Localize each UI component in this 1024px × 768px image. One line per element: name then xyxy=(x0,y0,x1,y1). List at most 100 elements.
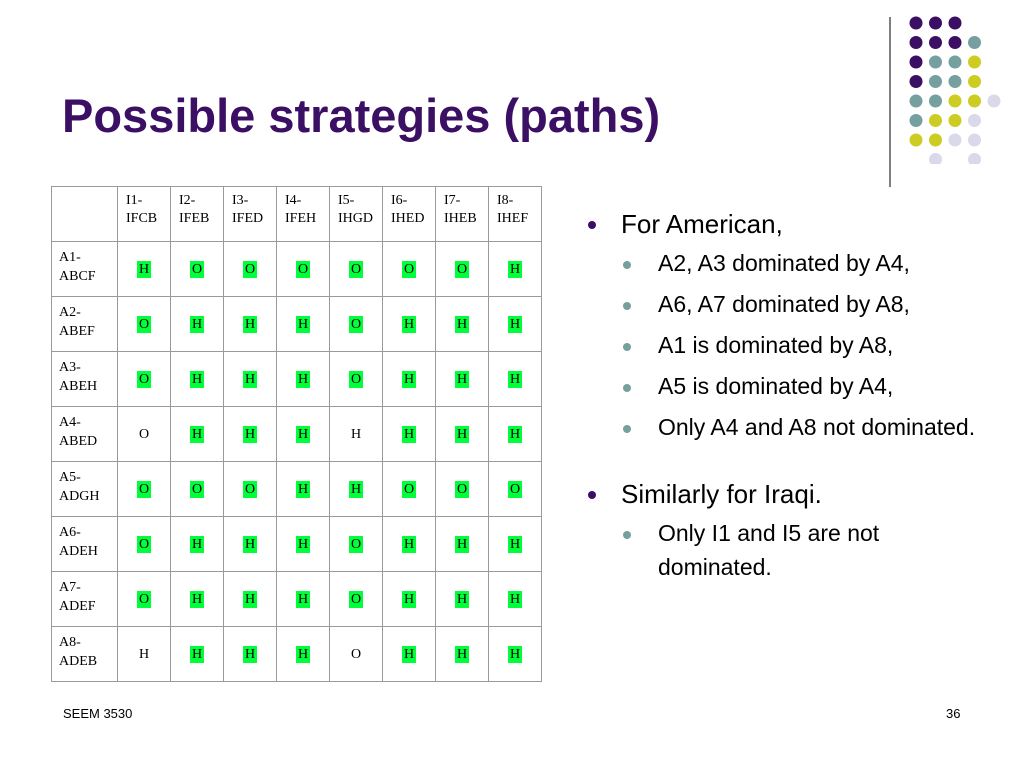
highlighted-outcome: H xyxy=(295,315,311,333)
highlighted-outcome: H xyxy=(507,315,523,333)
highlighted-outcome: O xyxy=(136,480,152,498)
table-cell: O xyxy=(276,241,330,297)
table-cell: H xyxy=(382,516,436,572)
column-header-path: IHGD xyxy=(338,211,373,226)
decorative-dot xyxy=(929,16,942,30)
column-header-code: I8- xyxy=(497,193,514,208)
highlighted-outcome: H xyxy=(454,535,470,553)
row-header: A8- ADEB xyxy=(51,626,118,682)
row-header-path: ADEH xyxy=(59,544,98,559)
column-header-path: IHEF xyxy=(497,211,529,226)
decorative-dot xyxy=(929,153,942,164)
table-cell: H xyxy=(435,516,489,572)
highlighted-outcome: H xyxy=(348,480,364,498)
decorative-dot xyxy=(968,55,981,69)
highlighted-outcome: H xyxy=(401,425,417,443)
highlighted-outcome: O xyxy=(348,590,364,608)
table-cell: H xyxy=(276,351,330,407)
decorative-dot-grid xyxy=(909,16,1001,164)
table-cell: H xyxy=(488,571,542,627)
decorative-dot xyxy=(929,114,942,127)
column-header-code: I2- xyxy=(179,193,196,208)
highlighted-outcome: H xyxy=(295,645,311,663)
highlighted-outcome: H xyxy=(136,260,152,278)
row-header-code: A7- xyxy=(59,580,81,595)
column-header: I7-IHEB xyxy=(435,186,489,242)
decorative-dot xyxy=(909,75,923,88)
row-header-path: ABCF xyxy=(59,269,96,284)
table-cell: O xyxy=(117,516,171,572)
decorative-dot xyxy=(948,36,962,49)
table-cell: O xyxy=(329,296,383,352)
column-header-path: IFEB xyxy=(179,211,210,226)
column-header-code: I6- xyxy=(391,193,408,208)
footer-course-code: SEEM 3530 xyxy=(63,706,133,721)
highlighted-outcome: O xyxy=(295,260,311,278)
table-cell: O xyxy=(382,461,436,517)
table-cell: O xyxy=(488,461,542,517)
table-cell: O xyxy=(329,516,383,572)
column-header: I6- IHED xyxy=(382,186,436,242)
highlighted-outcome: H xyxy=(507,370,523,388)
highlighted-outcome: H xyxy=(189,590,205,608)
table-cell: H xyxy=(382,626,436,682)
decorative-dot xyxy=(948,114,962,127)
highlighted-outcome: O xyxy=(242,260,258,278)
decorative-dot xyxy=(909,36,923,49)
table-cell: H xyxy=(170,516,224,572)
table-cell: O xyxy=(170,461,224,517)
row-header-code: A8- xyxy=(59,635,81,650)
highlighted-outcome: H xyxy=(454,315,470,333)
row-header: A1-ABCF xyxy=(51,241,118,297)
table-cell: H xyxy=(488,351,542,407)
table-cell: H xyxy=(170,296,224,352)
decorative-dot xyxy=(987,94,1001,108)
table-cell: O xyxy=(329,626,383,682)
table-cell: O xyxy=(117,461,171,517)
highlighted-outcome: O xyxy=(348,535,364,553)
table-cell: H xyxy=(276,461,330,517)
table-cell: H xyxy=(223,516,277,572)
column-header: I2- IFEB xyxy=(170,186,224,242)
highlighted-outcome: O xyxy=(136,315,152,333)
sub-bullet-item: Only A4 and A8 not dominated. xyxy=(586,410,998,444)
column-header-path: IFED xyxy=(232,211,264,226)
column-header-code: I4- xyxy=(285,193,302,208)
table-cell: H xyxy=(488,241,542,297)
sub-bullet-item: A1 is dominated by A8, xyxy=(586,328,998,362)
column-header-path: IHED xyxy=(391,211,425,226)
decorative-dot xyxy=(948,94,962,108)
table-cell: H xyxy=(488,296,542,352)
highlighted-outcome: O xyxy=(454,260,470,278)
decorative-dot xyxy=(909,55,923,69)
footer-page-number: 36 xyxy=(946,706,961,721)
decorative-dot xyxy=(968,153,981,164)
table-cell: O xyxy=(329,351,383,407)
table-cell: H xyxy=(276,516,330,572)
bullet-item: For American, xyxy=(586,208,1006,240)
highlighted-outcome: H xyxy=(242,590,258,608)
highlighted-outcome: H xyxy=(242,645,258,663)
row-header-path: ADEB xyxy=(59,654,98,669)
table-cell: H xyxy=(382,406,436,462)
decorative-dot xyxy=(909,114,923,127)
highlighted-outcome: H xyxy=(295,370,311,388)
row-header-code: A3- xyxy=(59,360,81,375)
table-cell: H xyxy=(435,296,489,352)
decorative-dot xyxy=(929,75,942,88)
decorative-divider-line xyxy=(889,17,891,187)
table-cell: O xyxy=(223,461,277,517)
highlighted-outcome: O xyxy=(189,260,205,278)
highlighted-outcome: H xyxy=(189,315,205,333)
column-header: I1-IFCB xyxy=(117,186,171,242)
table-cell: O xyxy=(382,241,436,297)
decorative-dot xyxy=(929,55,942,69)
table-cell: H xyxy=(329,461,383,517)
column-header-code: I7- xyxy=(444,193,461,208)
outcome: O xyxy=(138,426,150,442)
sub-bullet-item: A6, A7 dominated by A8, xyxy=(586,287,998,321)
